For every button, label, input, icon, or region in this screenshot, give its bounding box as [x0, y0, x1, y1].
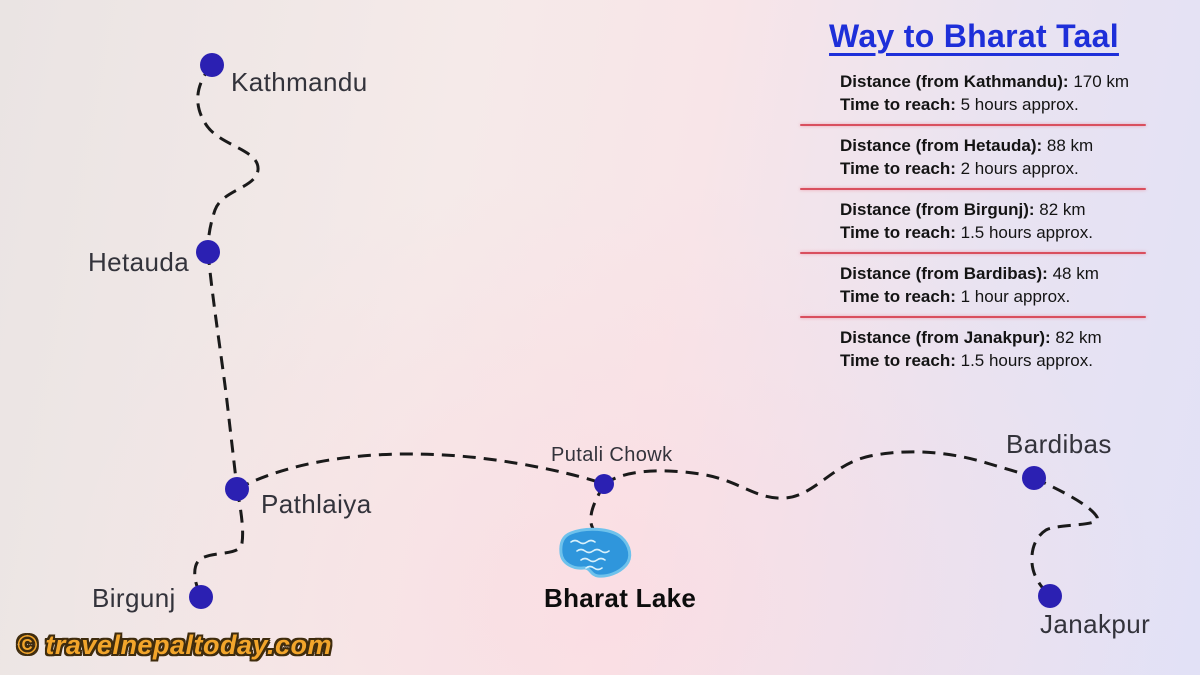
info-panel: Way to Bharat Taal Distance (from Kathma…	[800, 18, 1148, 380]
city-marker-janakpur	[1038, 584, 1062, 608]
city-label-pathlaiya: Pathlaiya	[261, 489, 372, 519]
city-label-putali-chowk: Putali Chowk	[551, 444, 673, 466]
route-putalichowk-bardibas	[603, 450, 1035, 500]
distance-line: Distance (from Kathmandu): 170 km	[840, 72, 1130, 91]
distance-line: Distance (from Hetauda): 88 km	[840, 136, 1094, 155]
separator-line	[800, 316, 1146, 318]
info-entry-kathmandu: Distance (from Kathmandu): 170 km Time t…	[840, 71, 1148, 116]
info-entry-bardibas: Distance (from Bardibas): 48 km Time to …	[840, 263, 1148, 308]
info-entry-birgunj: Distance (from Birgunj): 82 km Time to r…	[840, 199, 1148, 244]
time-line: Time to reach: 1.5 hours approx.	[840, 222, 1093, 242]
city-label-birgunj: Birgunj	[92, 583, 176, 613]
distance-line: Distance (from Bardibas): 48 km	[840, 264, 1099, 283]
city-marker-bardibas	[1022, 466, 1046, 490]
time-line: Time to reach: 1.5 hours approx.	[840, 350, 1093, 370]
distance-line: Distance (from Janakpur): 82 km	[840, 328, 1102, 347]
separator-line	[800, 252, 1146, 254]
info-entry-hetauda: Distance (from Hetauda): 88 km Time to r…	[840, 135, 1148, 180]
distance-line: Distance (from Birgunj): 82 km	[840, 200, 1086, 219]
route-hetauda-pathlaiya	[206, 251, 239, 490]
bharat-lake-label: Bharat Lake	[544, 583, 697, 613]
city-label-janakpur: Janakpur	[1040, 609, 1151, 639]
route-putalichowk-lake	[589, 483, 606, 532]
city-label-kathmandu: Kathmandu	[231, 67, 368, 97]
city-marker-birgunj	[189, 585, 213, 609]
lake-wave-lines	[570, 539, 610, 571]
city-marker-putali-chowk	[594, 474, 614, 494]
time-line: Time to reach: 2 hours approx.	[840, 158, 1079, 178]
route-kathmandu-hetauda	[196, 64, 260, 253]
time-line: Time to reach: 1 hour approx.	[840, 286, 1071, 306]
route-pathlaiya-putalichowk	[236, 452, 605, 491]
city-marker-kathmandu	[200, 53, 224, 77]
city-marker-hetauda	[196, 240, 220, 264]
route-pathlaiya-birgunj	[193, 488, 245, 598]
city-label-hetauda: Hetauda	[88, 247, 190, 277]
city-marker-pathlaiya	[225, 477, 249, 501]
watermark-text: © travelnepaltoday.com	[17, 630, 332, 660]
page-title: Way to Bharat Taal	[829, 18, 1119, 54]
separator-line	[800, 124, 1146, 126]
city-label-bardibas: Bardibas	[1006, 429, 1112, 459]
route-bardibas-janakpur	[1030, 476, 1099, 598]
time-line: Time to reach: 5 hours approx.	[840, 94, 1079, 114]
separator-line	[800, 188, 1146, 190]
info-entry-janakpur: Distance (from Janakpur): 82 km Time to …	[840, 327, 1148, 372]
